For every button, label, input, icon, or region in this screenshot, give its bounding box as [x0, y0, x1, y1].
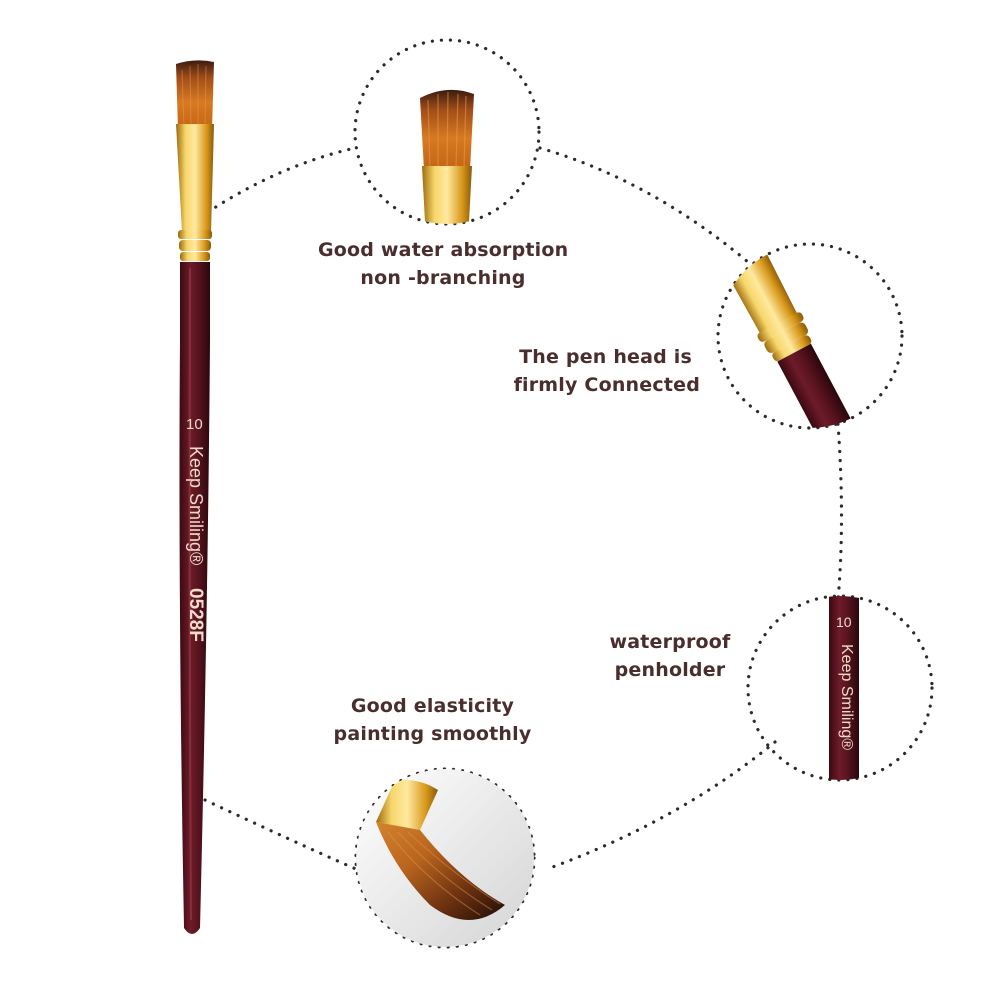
main-brush	[176, 60, 214, 934]
main-brush-ferrule	[176, 124, 214, 232]
handle-closeup	[829, 596, 859, 780]
caption-line: Good water absorption	[318, 239, 569, 261]
closeup-brush-size: 10	[836, 614, 852, 630]
main-brush-bristles	[176, 60, 214, 130]
caption-line: Good elasticity	[350, 695, 515, 717]
caption-waterproof: waterproof penholder	[600, 628, 740, 684]
caption-line: waterproof	[609, 631, 731, 653]
elasticity-closeup	[356, 769, 534, 947]
caption-pen-head: The pen head is firmly Connected	[480, 343, 700, 399]
main-brush-brand: Keep Smiling®	[186, 446, 206, 566]
caption-water-absorption: Good water absorption non -branching	[318, 236, 568, 292]
main-brush-size: 10	[186, 416, 203, 433]
caption-elasticity: Good elasticity painting smoothly	[320, 692, 545, 748]
closeup-brush-brand: Keep Smiling®	[838, 644, 855, 751]
main-brush-handle	[179, 262, 210, 934]
bristle-closeup	[420, 89, 474, 224]
ferrule-joint-closeup	[718, 244, 862, 428]
caption-line: The pen head is	[519, 346, 692, 368]
main-brush-model: 0528F	[185, 588, 206, 642]
dotted-connector-lines	[203, 146, 844, 872]
caption-line: non -branching	[360, 267, 526, 289]
caption-line: painting smoothly	[333, 723, 532, 745]
caption-line: penholder	[614, 659, 726, 681]
caption-line: firmly Connected	[513, 374, 700, 396]
